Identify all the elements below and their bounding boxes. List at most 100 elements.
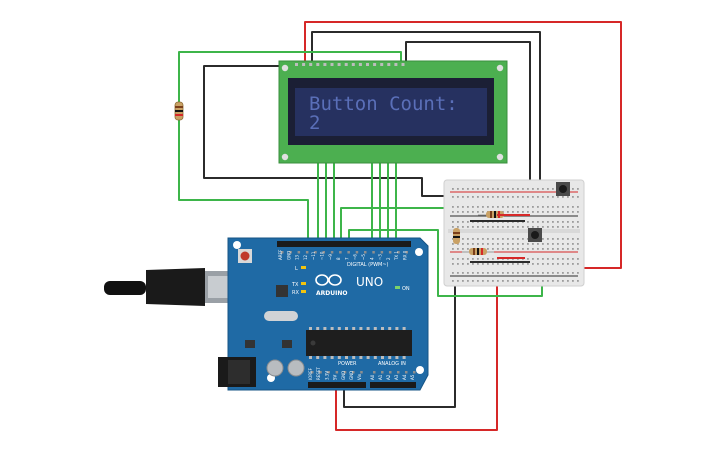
breadboard-hole: [452, 221, 454, 223]
header-socket[interactable]: [381, 371, 384, 374]
wire-red-5v[interactable]: [304, 21, 622, 269]
breadboard-hole: [552, 280, 554, 282]
header-socket[interactable]: [352, 371, 355, 374]
header-socket[interactable]: [289, 251, 292, 254]
lcd-pin[interactable]: [373, 63, 377, 66]
arduino-logo-icon: [315, 274, 342, 286]
header-socket[interactable]: [372, 251, 375, 254]
breadboard-hole: [482, 280, 484, 282]
header-socket[interactable]: [360, 371, 363, 374]
breadboard-hole: [572, 188, 574, 190]
wire-black-bottom[interactable]: [343, 258, 456, 408]
breadboard-hole: [482, 263, 484, 265]
header-socket[interactable]: [405, 371, 408, 374]
breadboard-hole: [567, 221, 569, 223]
header-socket[interactable]: [364, 251, 367, 254]
header-socket[interactable]: [355, 251, 359, 254]
resistor-vertical[interactable]: [453, 228, 460, 244]
chip-leg: [395, 327, 399, 330]
header-socket[interactable]: [388, 251, 392, 254]
breadboard-hole: [522, 206, 524, 208]
breadboard-hole: [472, 263, 474, 265]
header-socket[interactable]: [339, 251, 342, 254]
breadboard-hole: [457, 272, 459, 274]
header-socket[interactable]: [335, 371, 339, 374]
reset-button[interactable]: [238, 249, 252, 263]
brand-label: ARDUINO: [316, 290, 347, 297]
header-socket[interactable]: [327, 371, 330, 374]
resistor-lcd-contrast[interactable]: [174, 101, 184, 121]
breadboard-hole: [532, 196, 534, 198]
lcd-pin[interactable]: [323, 63, 327, 66]
wire-green-left[interactable]: [178, 51, 402, 244]
chip-leg: [316, 356, 320, 359]
lcd-pin[interactable]: [380, 63, 384, 66]
header-socket[interactable]: [380, 251, 384, 254]
header-socket[interactable]: [281, 251, 284, 254]
header-socket[interactable]: [330, 251, 334, 254]
breadboard-hole: [562, 272, 564, 274]
resistor-button-2[interactable]: [462, 248, 494, 255]
breadboard-hole: [492, 188, 494, 190]
breadboard-hole: [502, 263, 504, 265]
chip-leg: [330, 356, 334, 359]
header-socket[interactable]: [311, 371, 314, 374]
lcd-pin[interactable]: [295, 63, 298, 66]
pin-label: A2: [386, 374, 391, 380]
chip-leg: [381, 356, 384, 359]
breadboard-hole: [512, 238, 514, 240]
lcd-pin[interactable]: [358, 63, 362, 66]
header-socket[interactable]: [319, 371, 322, 374]
breadboard-hole: [532, 211, 534, 213]
breadboard-hole: [502, 248, 504, 250]
breadboard-hole: [492, 272, 494, 274]
breadboard-hole: [452, 280, 454, 282]
header-socket[interactable]: [405, 251, 409, 254]
header-socket[interactable]: [305, 251, 309, 254]
header-socket[interactable]: [413, 371, 416, 374]
pushbutton-1[interactable]: [556, 182, 570, 196]
lcd-pin[interactable]: [366, 63, 369, 66]
breadboard-hole: [557, 272, 559, 274]
header-socket[interactable]: [343, 371, 347, 374]
header-socket[interactable]: [397, 251, 400, 254]
lcd-pin[interactable]: [337, 63, 341, 66]
breadboard-hole: [532, 248, 534, 250]
breadboard-hole: [492, 258, 494, 260]
breadboard-hole: [517, 248, 519, 250]
breadboard-hole: [462, 221, 464, 223]
breadboard-hole: [512, 248, 514, 250]
lcd-pin[interactable]: [387, 63, 391, 66]
wire-black-lcd-top2[interactable]: [405, 41, 531, 212]
breadboard-hole: [557, 263, 559, 265]
header-socket[interactable]: [297, 251, 301, 254]
lcd-pin[interactable]: [344, 63, 348, 66]
header-socket[interactable]: [373, 371, 376, 374]
lcd-pin[interactable]: [316, 63, 320, 66]
header-socket[interactable]: [397, 371, 400, 374]
breadboard-hole: [537, 258, 539, 260]
breadboard-hole: [522, 196, 524, 198]
header-socket[interactable]: [322, 251, 326, 254]
chip-leg: [359, 327, 363, 330]
header-socket[interactable]: [389, 371, 392, 374]
breadboard-hole: [572, 238, 574, 240]
lcd-pin[interactable]: [394, 63, 398, 66]
pin-label: AREF: [278, 249, 283, 260]
wire-green-btn2[interactable]: [348, 229, 543, 297]
pushbutton-2[interactable]: [528, 228, 542, 242]
breadboard-hole: [497, 272, 499, 274]
lcd-pin[interactable]: [351, 63, 355, 66]
wire-red-bottom[interactable]: [335, 195, 498, 431]
capacitor: [266, 359, 284, 377]
breadboard-hole: [527, 280, 529, 282]
lcd-pin[interactable]: [401, 63, 405, 66]
header-socket[interactable]: [347, 251, 350, 254]
lcd-pin[interactable]: [330, 63, 334, 66]
lcd-pin[interactable]: [302, 63, 306, 66]
breadboard-hole: [522, 248, 524, 250]
breadboard-hole: [557, 196, 559, 198]
lcd-pin[interactable]: [309, 63, 313, 66]
header-socket[interactable]: [314, 251, 317, 254]
pin-label: 5V: [333, 374, 338, 380]
